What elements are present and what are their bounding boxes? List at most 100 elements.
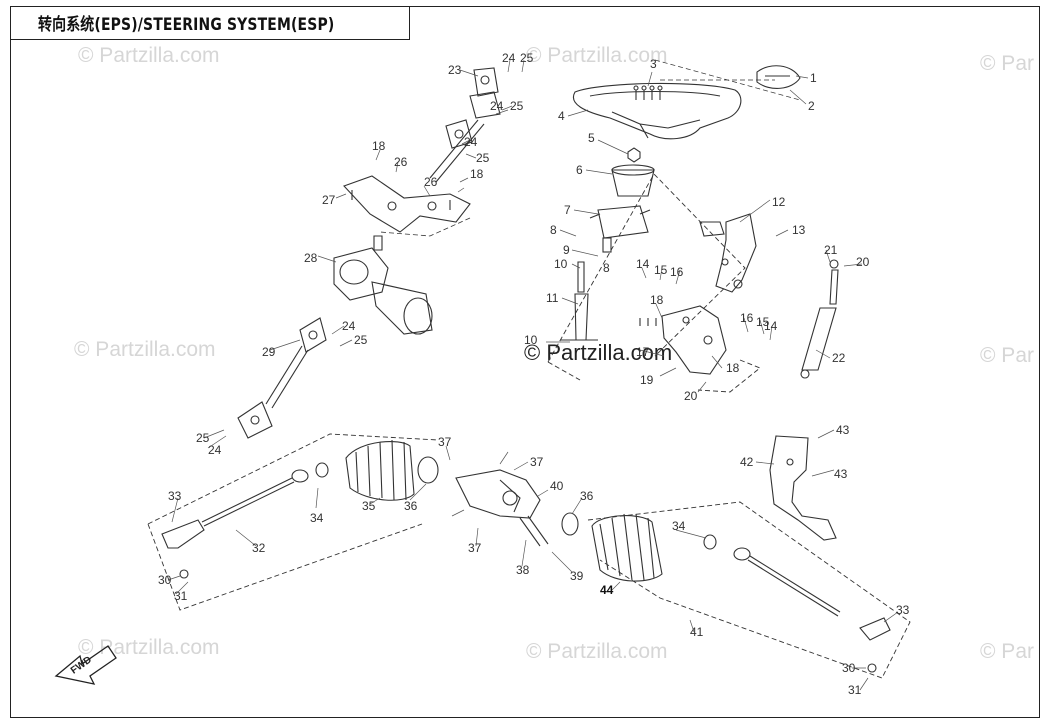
watermark: © Partzilla.com <box>74 338 216 361</box>
callout: 29 <box>262 345 276 359</box>
mount-bracket <box>769 435 837 541</box>
callout: 37 <box>530 455 544 469</box>
callout: 25 <box>520 51 534 65</box>
diagram-frame <box>10 6 1040 718</box>
left-boot <box>345 439 415 501</box>
watermark-partial: © Par <box>980 52 1034 75</box>
callout: 18 <box>470 167 484 181</box>
steering-wheel <box>572 82 742 140</box>
callout: 18 <box>372 139 386 153</box>
fwd-arrow-icon <box>54 645 117 685</box>
title-box: 转向系统(EPS)/STEERING SYSTEM(ESP) <box>10 6 410 40</box>
callout: 27 <box>322 193 336 207</box>
callout: 18 <box>650 293 664 307</box>
callout: 16 <box>670 265 684 279</box>
callout: 5 <box>588 131 595 145</box>
callout: 17 <box>636 345 650 359</box>
watermark-partial: © Par <box>980 640 1034 663</box>
callout-bold: 44 <box>600 583 614 597</box>
right-boot <box>591 513 663 582</box>
right-tie-rod <box>703 534 891 673</box>
callout: 14 <box>636 257 650 271</box>
callout: 9 <box>563 243 570 257</box>
callout: 34 <box>672 519 686 533</box>
callout: 31 <box>848 683 862 697</box>
callout: 19 <box>640 373 654 387</box>
callout: 23 <box>448 63 462 77</box>
pivot-plate <box>639 305 727 375</box>
hub-parts <box>560 147 655 341</box>
callout: 12 <box>772 195 786 209</box>
callout: 25 <box>354 333 368 347</box>
callout: 36 <box>404 499 418 513</box>
callout: 22 <box>832 351 846 365</box>
callout: 20 <box>684 389 698 403</box>
callout: 39 <box>570 569 584 583</box>
callout: 2 <box>808 99 815 113</box>
callout: 10 <box>554 257 568 271</box>
callout: 14 <box>764 319 778 333</box>
callout: 4 <box>558 109 565 123</box>
callout: 16 <box>740 311 754 325</box>
column-bracket <box>343 175 471 233</box>
callout: 38 <box>516 563 530 577</box>
gas-strut <box>800 259 839 379</box>
callout: 15 <box>756 315 770 329</box>
callout: 30 <box>842 661 856 675</box>
callout: 8 <box>603 261 610 275</box>
callout: 32 <box>252 541 266 555</box>
callout: 1 <box>810 71 817 85</box>
callout: 40 <box>550 479 564 493</box>
callout: 20 <box>856 255 870 269</box>
watermark: © Partzilla.com <box>526 44 668 67</box>
callout: 26 <box>394 155 408 169</box>
callout: 34 <box>310 511 324 525</box>
callout: 43 <box>836 423 850 437</box>
callout: 24 <box>490 99 504 113</box>
page-title: 转向系统(EPS)/STEERING SYSTEM(ESP) <box>38 15 335 35</box>
callout: 43 <box>834 467 848 481</box>
callout: 3 <box>650 57 657 71</box>
callout: 31 <box>174 589 188 603</box>
callout: 37 <box>468 541 482 555</box>
callout: 8 <box>550 223 557 237</box>
callout: 24 <box>464 135 478 149</box>
callout: 15 <box>654 263 668 277</box>
callout: 11 <box>546 291 559 305</box>
right-clamp <box>561 512 579 536</box>
watermark-partial: © Par <box>980 344 1034 367</box>
watermark: © Partzilla.com <box>78 44 220 67</box>
callout: 41 <box>690 625 704 639</box>
callout: 37 <box>438 435 452 449</box>
callout: 7 <box>564 203 571 217</box>
callout: 24 <box>342 319 356 333</box>
tilt-bracket <box>699 213 757 293</box>
callout: 18 <box>726 361 740 375</box>
upper-u-joint <box>445 67 501 149</box>
lower-shaft <box>237 317 327 439</box>
callout: 30 <box>158 573 172 587</box>
callout-labels: 1 2 3 4 5 6 7 8 8 9 10 10 11 12 13 14 14… <box>158 51 910 697</box>
callout: 25 <box>510 99 524 113</box>
callout: 28 <box>304 251 318 265</box>
callout: 6 <box>576 163 583 177</box>
steering-cap <box>756 65 801 89</box>
rack-housing <box>455 469 549 547</box>
callout: 21 <box>824 243 838 257</box>
wheel-bolts <box>633 85 663 100</box>
callout: 24 <box>208 443 222 457</box>
callout: 35 <box>362 499 376 513</box>
callout: 36 <box>580 489 594 503</box>
left-clamp <box>417 456 439 484</box>
callout: 13 <box>792 223 806 237</box>
callout: 42 <box>740 455 754 469</box>
left-tie-rod <box>161 462 329 579</box>
eps-motor <box>333 235 433 335</box>
callout: 25 <box>476 151 490 165</box>
watermark: © Partzilla.com <box>526 640 668 663</box>
callout: 10 <box>524 333 538 347</box>
callout: 25 <box>196 431 210 445</box>
callout: 24 <box>502 51 516 65</box>
callout: 33 <box>168 489 182 503</box>
